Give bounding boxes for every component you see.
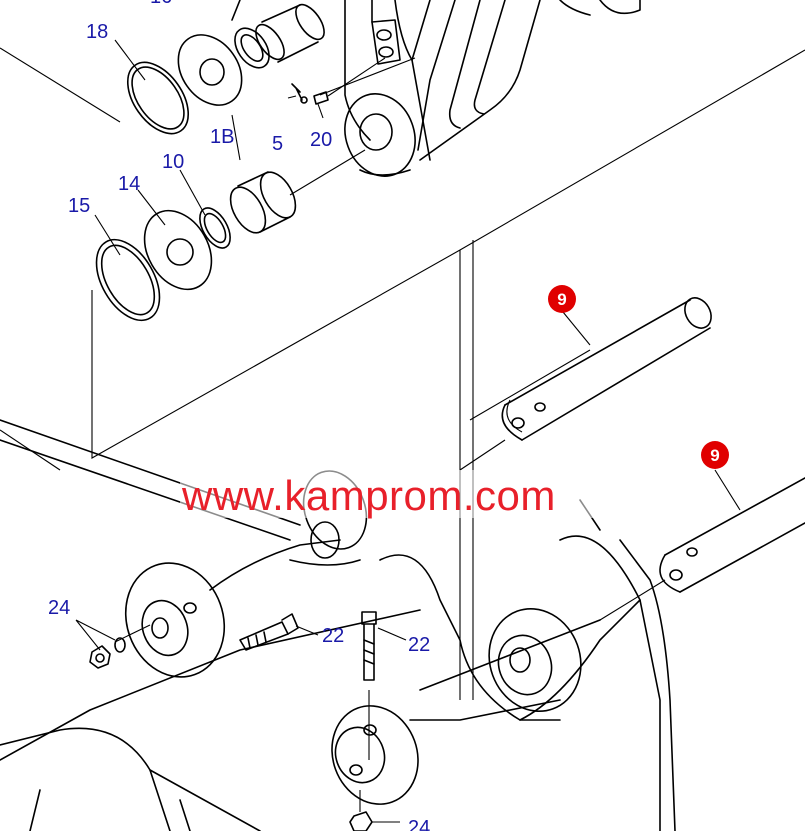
callout-22-left: 22 [322,625,344,647]
callout-9-right-badge: 9 [701,441,729,469]
bolt-22-left [239,613,299,651]
callout-14: 14 [118,173,140,195]
callout-10: 10 [162,151,184,173]
callout-labels: 18 16 1B 5 20 10 14 15 24 22 22 24 [48,0,430,831]
callout-1b: 1B [210,126,234,148]
callout-9-top-badge: 9 [548,285,576,313]
phantom-lines [0,47,805,700]
callout-16: 16 [150,0,172,8]
arm-end-assembly [319,0,641,177]
callout-24-bottom: 24 [408,817,430,831]
callout-9-right: 9 [710,446,719,465]
nut-24-bottom [349,790,373,831]
callout-18: 18 [86,21,108,43]
grease-fitting-group [291,57,386,105]
callout-20: 20 [310,129,332,151]
callout-22-right: 22 [408,634,430,656]
callout-24-left: 24 [48,597,70,619]
callout-15: 15 [68,195,90,217]
watermark-url: www.kamprom.com [181,472,556,519]
lower-seal-group [95,149,366,322]
nut-washer-24-left [89,624,151,669]
pin-9-upper [459,297,712,471]
pin-9-right [599,477,805,621]
callout-5: 5 [272,133,283,155]
bolt-22-right [361,611,377,760]
upper-seal-group [126,0,325,135]
leader-lines [75,39,741,823]
callout-9-top: 9 [557,290,566,309]
watermark-backdrop [180,470,620,518]
bucket-assembly [0,419,676,831]
